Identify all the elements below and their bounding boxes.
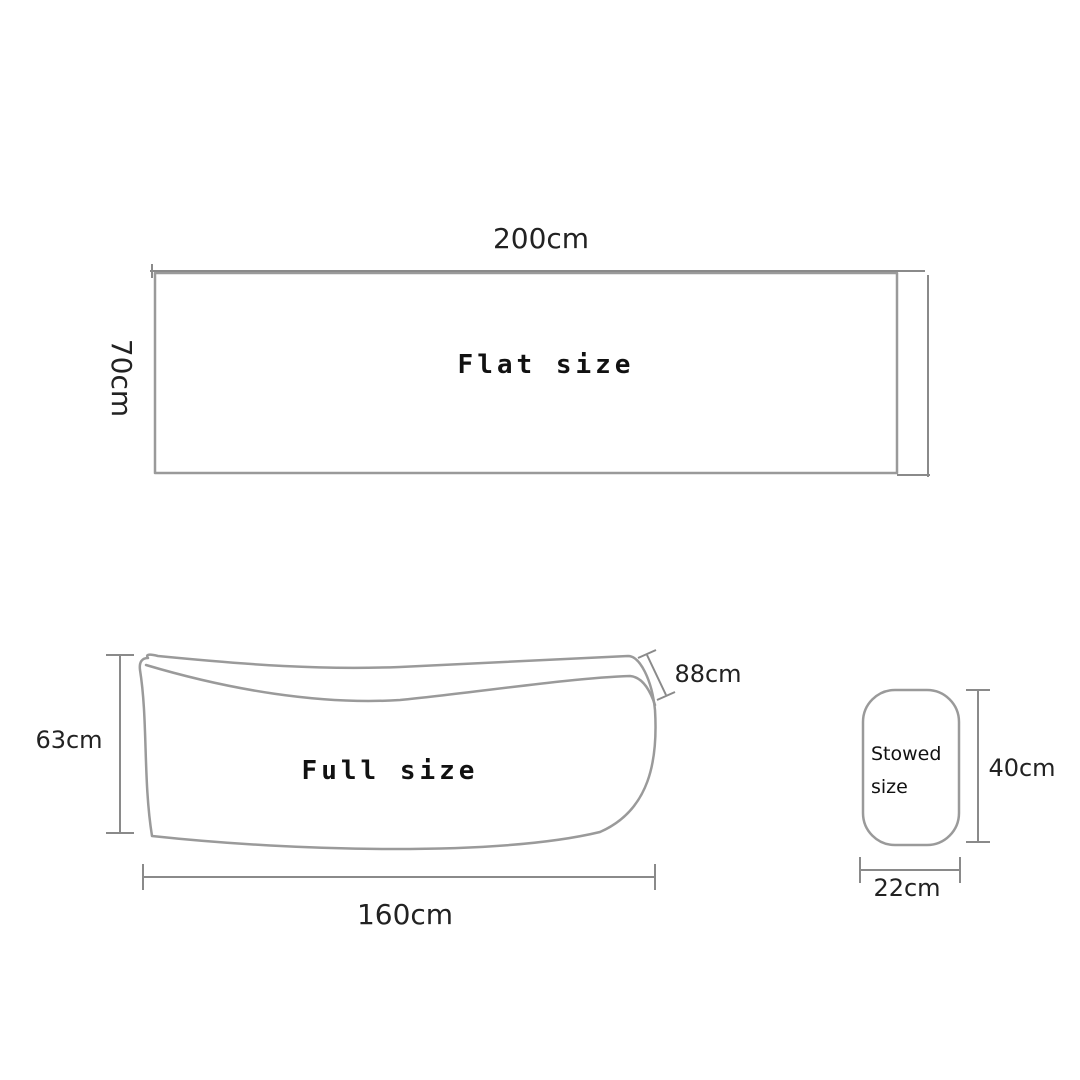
full-size-group: 63cm 88cm 160cm Full size (35, 649, 742, 931)
stowed-size-group: 40cm 22cm Stowed size (859, 688, 1056, 902)
stowed-size-title-line1: Stowed (871, 743, 941, 765)
stowed-size-outline (861, 688, 961, 847)
flat-size-group: 200cm 70cm Flat size (105, 222, 930, 477)
full-size-inner-edge (144, 663, 657, 707)
flat-width-label: 200cm (493, 222, 589, 255)
flat-size-title: Flat size (458, 350, 635, 380)
full-depth-tick-top (637, 649, 657, 659)
stowed-height-label: 40cm (988, 754, 1055, 782)
full-depth-dimension-line (646, 654, 667, 696)
flat-size-outline (153, 271, 899, 475)
full-depth-tick-bottom (656, 691, 676, 701)
full-size-outline (138, 653, 657, 851)
full-width-label: 160cm (357, 898, 453, 931)
full-size-title: Full size (302, 756, 479, 786)
stowed-size-title-line2: size (871, 776, 908, 798)
stowed-width-label: 22cm (873, 874, 940, 902)
flat-height-label: 70cm (105, 339, 138, 417)
full-height-label: 63cm (35, 726, 102, 754)
full-depth-label: 88cm (674, 660, 741, 688)
